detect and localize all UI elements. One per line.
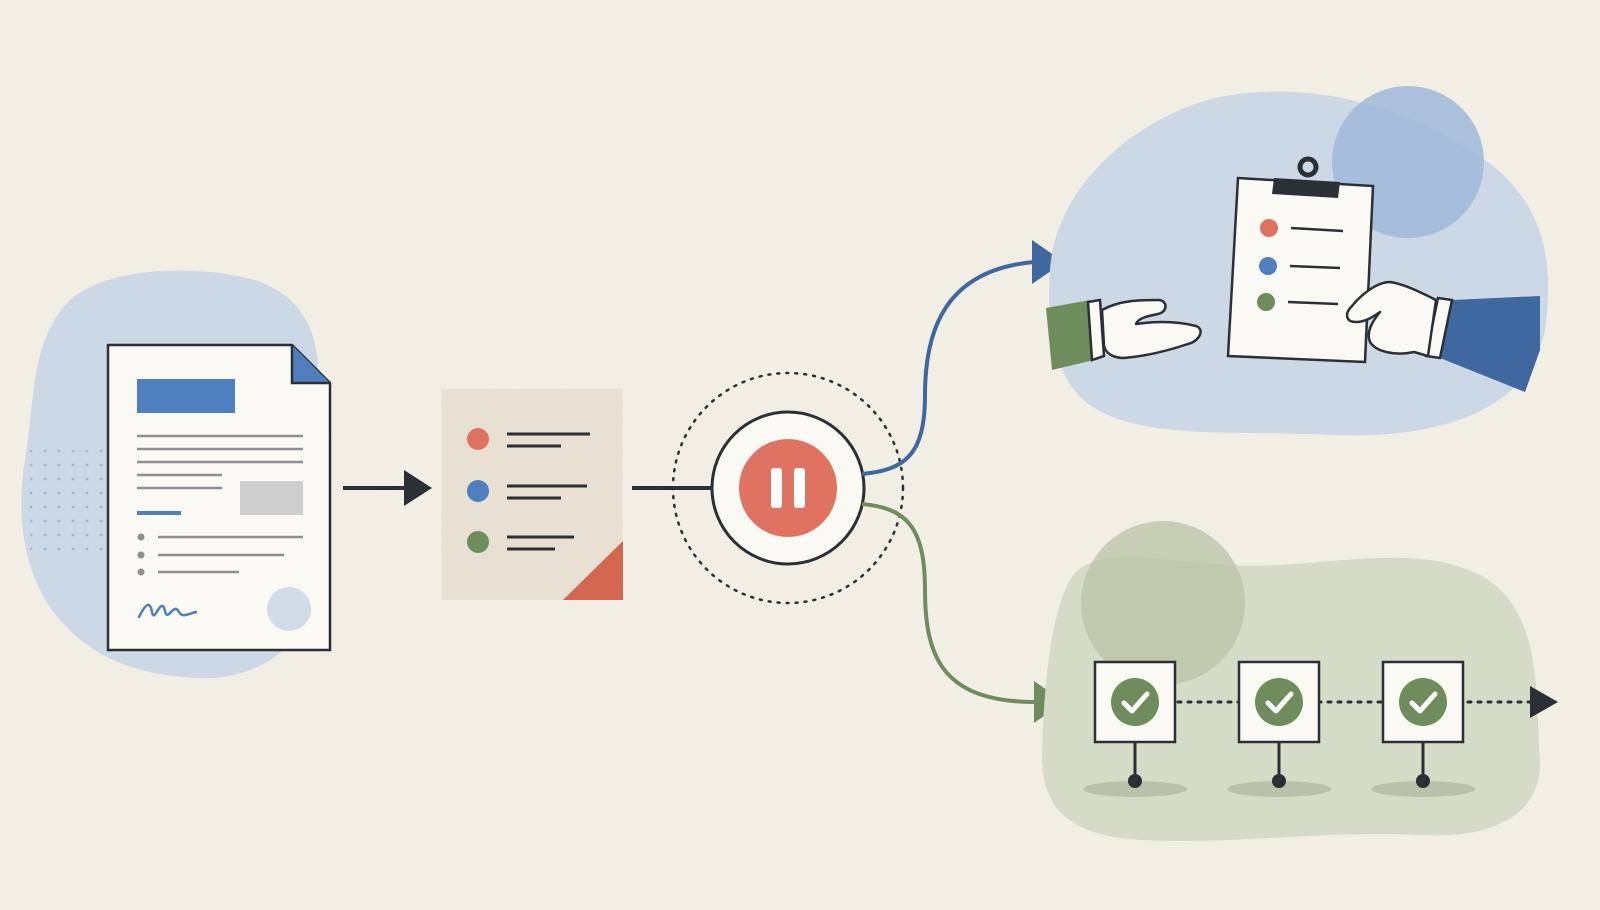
summary-card-corner — [563, 541, 623, 600]
checkpoint-1 — [1083, 660, 1187, 797]
checkpoint-shadow — [1083, 781, 1187, 797]
review-handoff-group — [1046, 86, 1549, 436]
pause-button-disc — [739, 439, 837, 537]
check-mark — [1409, 691, 1438, 714]
pause-dotted-ring — [671, 371, 905, 605]
check-icon — [1255, 678, 1303, 726]
pause-node — [671, 371, 905, 605]
checkpoint-shadow — [1371, 781, 1475, 797]
checkpoint-3 — [1371, 660, 1475, 797]
dot-pattern — [30, 450, 110, 560]
right-sleeve — [1440, 296, 1540, 392]
summary-item-1 — [467, 428, 590, 450]
contract-document-icon — [106, 343, 332, 652]
checkpoint-pin — [1272, 774, 1286, 788]
checkpoint-pin — [1416, 774, 1430, 788]
summary-item-3 — [467, 531, 574, 553]
left-sleeve — [1046, 300, 1094, 370]
arrow-right-icon — [1032, 240, 1064, 284]
document-bullet-list — [137, 533, 303, 576]
check-mark — [1121, 691, 1150, 714]
right-gripping-hand — [1345, 280, 1438, 358]
left-open-hand — [1100, 298, 1202, 360]
document-text-lines — [137, 434, 303, 490]
document-heading-block — [137, 379, 235, 413]
document-image-placeholder — [240, 481, 303, 515]
checkpoint-list — [1083, 660, 1475, 797]
right-hand-group — [1345, 280, 1540, 392]
summary-item-2 — [467, 480, 587, 502]
checkpoint-2 — [1227, 660, 1331, 797]
clipboard-icon — [1226, 156, 1375, 364]
pause-icon — [771, 468, 805, 508]
checkpoint-shadow — [1227, 781, 1331, 797]
arrow-right-icon — [1530, 686, 1558, 718]
seal-icon — [267, 587, 311, 631]
checkpoint-pin — [1128, 774, 1142, 788]
check-icon — [1111, 678, 1159, 726]
accent-circle-green — [1081, 521, 1245, 685]
document-group — [21, 270, 332, 679]
arrow-right-icon — [343, 470, 432, 506]
check-mark — [1265, 691, 1294, 714]
summary-card-icon — [441, 389, 623, 600]
approval-group — [1041, 521, 1558, 842]
signature-icon — [137, 603, 198, 619]
handoff-hands-icon — [1046, 298, 1202, 370]
clipboard-clip — [1272, 178, 1340, 198]
check-icon — [1399, 678, 1447, 726]
branch-blue — [861, 240, 1064, 476]
